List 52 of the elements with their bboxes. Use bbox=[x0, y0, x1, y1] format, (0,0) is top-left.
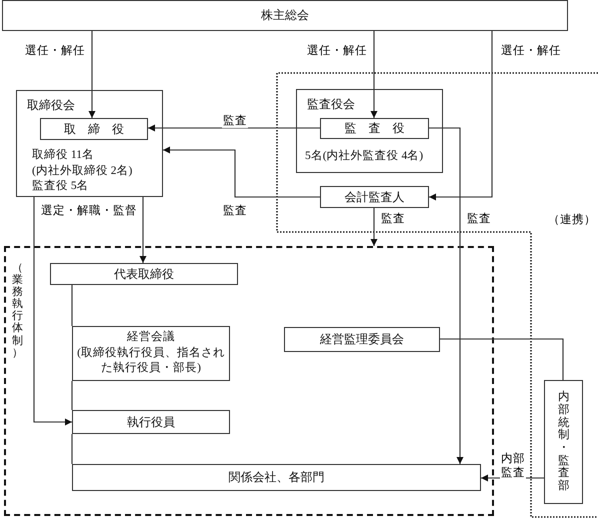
process-box bbox=[544, 380, 583, 504]
connector-line bbox=[71, 434, 73, 464]
arrow bbox=[88, 31, 96, 118]
edge-label: 選任・解任 bbox=[500, 44, 562, 58]
box-label: 監 査 役 bbox=[344, 120, 404, 137]
connector-line bbox=[71, 285, 73, 326]
group-heading: 監査役会 bbox=[307, 96, 355, 113]
process-box bbox=[284, 327, 440, 352]
arrow bbox=[140, 197, 146, 263]
process-box bbox=[320, 186, 429, 208]
group-box bbox=[296, 89, 443, 173]
box-label: 取 締 役 bbox=[64, 120, 124, 138]
group-heading: 取締役会 bbox=[27, 97, 75, 114]
connector-line bbox=[71, 381, 73, 410]
vertical-group-label: （業務執行体制） bbox=[12, 262, 23, 359]
arrow bbox=[429, 31, 493, 200]
connector-line bbox=[440, 338, 564, 380]
arrow bbox=[148, 124, 320, 132]
arrow bbox=[370, 31, 378, 118]
dashed-group-box bbox=[4, 246, 494, 516]
box-label: 経営監理委員会 bbox=[320, 331, 404, 348]
member-count-text: 取締役 11名 (内社外取締役 2名) 監査役 5名 bbox=[32, 148, 134, 194]
arrow bbox=[163, 146, 320, 198]
box-heading: 経営会議 bbox=[126, 330, 176, 346]
edge-label: 内部監査 bbox=[500, 452, 526, 481]
arrow bbox=[33, 197, 72, 426]
process-box bbox=[40, 118, 148, 140]
note-label: （連携） bbox=[548, 212, 596, 227]
process-box bbox=[72, 410, 230, 434]
process-box bbox=[2, 0, 568, 31]
edge-label: 監査 bbox=[380, 212, 406, 226]
edge-label: 選任・解任 bbox=[24, 44, 86, 58]
edge-label: 監査 bbox=[222, 204, 248, 218]
arrow bbox=[370, 208, 378, 246]
edge-label: 選定・解職・監督 bbox=[40, 204, 138, 218]
process-box bbox=[72, 326, 230, 381]
arrow bbox=[429, 127, 464, 464]
process-box bbox=[72, 464, 481, 491]
box-label: 関係会社、各部門 bbox=[228, 469, 324, 486]
box-label: 代表取締役 bbox=[114, 266, 174, 282]
box-label: 株主総会 bbox=[261, 7, 309, 24]
process-box bbox=[320, 118, 429, 139]
process-box bbox=[50, 263, 238, 285]
edge-label: 監査 bbox=[222, 114, 248, 128]
vertical-label: 内部統制・監査部 bbox=[558, 391, 570, 493]
box-label: 会計監査人 bbox=[344, 188, 404, 206]
group-box bbox=[16, 90, 163, 197]
edge-label: 選任・解任 bbox=[306, 44, 368, 58]
member-count-text: 5名(内社外監査役 4名) bbox=[305, 149, 424, 164]
edge-label: 監査 bbox=[466, 212, 492, 226]
box-label: 執行役員 bbox=[127, 414, 175, 430]
box-subtext: (取締役執行役員、指名された執行役員・部長) bbox=[76, 346, 226, 376]
